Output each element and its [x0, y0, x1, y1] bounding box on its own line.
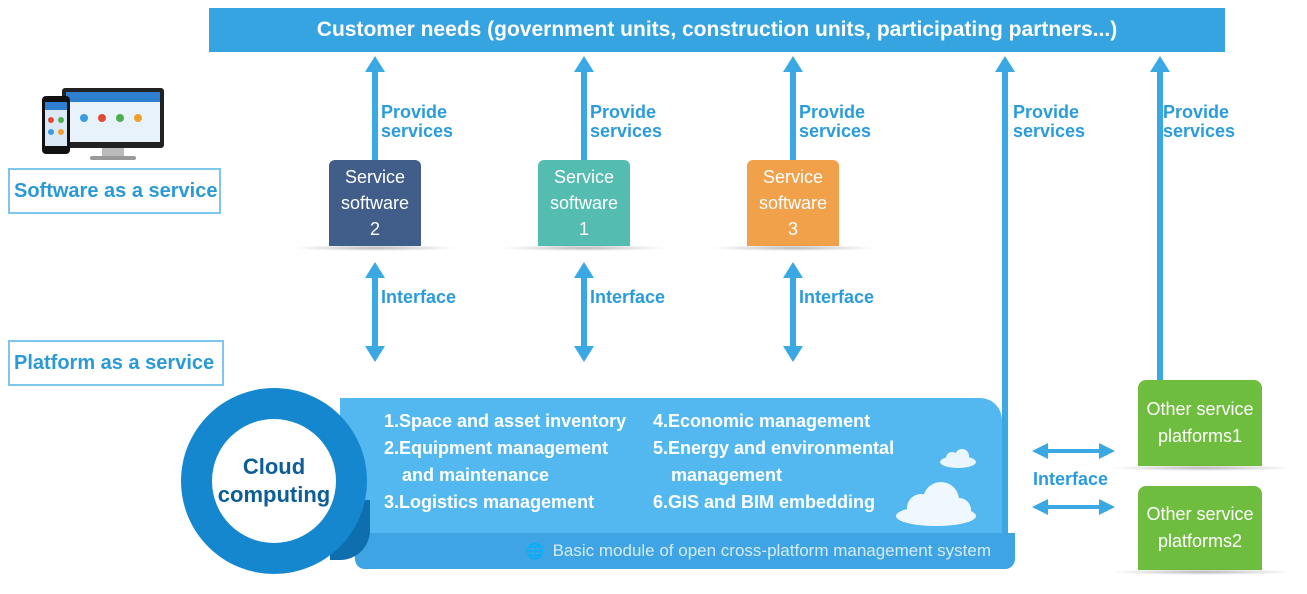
- basic-module-label: Basic module of open cross-platform mana…: [552, 541, 991, 560]
- devices-icon: [42, 88, 164, 160]
- modules-col-2: 4.Economic management 5.Energy and envir…: [653, 408, 894, 516]
- interface-label-4: Interface: [1033, 469, 1109, 489]
- customer-needs-banner: Customer needs (government units, constr…: [209, 8, 1225, 52]
- cloud-icon: [940, 449, 976, 468]
- shadow: [501, 245, 667, 251]
- module-5: 5.Energy and environmental: [653, 438, 895, 458]
- basic-module-bar: 🌐 Basic module of open cross-platform ma…: [355, 533, 1015, 569]
- interface-label-1: Interface: [381, 287, 457, 307]
- saas-label: Software as a service: [8, 168, 221, 214]
- shadow: [292, 245, 458, 251]
- cloud-icon: [896, 482, 976, 526]
- modules-panel: [340, 398, 1002, 533]
- module-2-cont: and maintenance: [402, 465, 550, 485]
- globe-icon: 🌐: [525, 543, 545, 560]
- shadow: [710, 245, 876, 251]
- paas-label: Platform as a service: [8, 340, 224, 386]
- module-4: 4.Economic management: [653, 411, 871, 431]
- interface-label-3: Interface: [799, 287, 875, 307]
- module-1: 1.Space and asset inventory: [384, 411, 627, 431]
- module-5-cont: management: [671, 465, 783, 485]
- shadow: [1110, 569, 1295, 575]
- shadow: [1110, 465, 1295, 471]
- interface-label-2: Interface: [590, 287, 666, 307]
- module-2: 2.Equipment management: [384, 438, 609, 458]
- module-6: 6.GIS and BIM embedding: [653, 492, 876, 512]
- module-3: 3.Logistics management: [384, 492, 595, 512]
- modules-col-1: 1.Space and asset inventory 2.Equipment …: [384, 408, 626, 516]
